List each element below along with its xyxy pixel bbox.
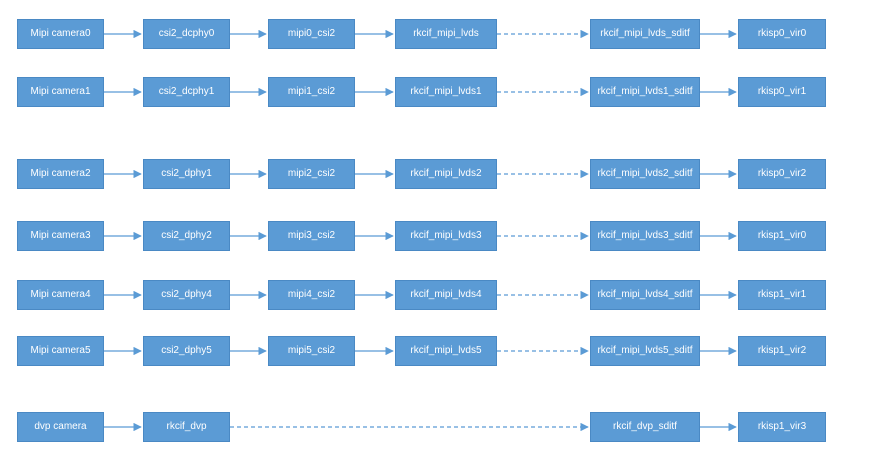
node-mipi-camera4: Mipi camera4 [17, 280, 104, 310]
node-csi2-dphy2: csi2_dphy2 [143, 221, 230, 251]
node-mipi-camera1: Mipi camera1 [17, 77, 104, 107]
node-rkcif-mipi-lvds1-sditf: rkcif_mipi_lvds1_sditf [590, 77, 700, 107]
node-mipi-camera5: Mipi camera5 [17, 336, 104, 366]
node-rkcif-mipi-lvds: rkcif_mipi_lvds [395, 19, 497, 49]
node-mipi-camera2: Mipi camera2 [17, 159, 104, 189]
node-rkisp0-vir0: rkisp0_vir0 [738, 19, 826, 49]
node-csi2-dphy5: csi2_dphy5 [143, 336, 230, 366]
node-rkisp1-vir0: rkisp1_vir0 [738, 221, 826, 251]
node-rkcif-mipi-lvds2-sditf: rkcif_mipi_lvds2_sditf [590, 159, 700, 189]
node-rkcif-mipi-lvds3-sditf: rkcif_mipi_lvds3_sditf [590, 221, 700, 251]
node-rkcif-dvp: rkcif_dvp [143, 412, 230, 442]
node-rkcif-mipi-lvds4-sditf: rkcif_mipi_lvds4_sditf [590, 280, 700, 310]
node-mipi5-csi2: mipi5_csi2 [268, 336, 355, 366]
node-mipi2-csi2: mipi2_csi2 [268, 159, 355, 189]
node-csi2-dphy4: csi2_dphy4 [143, 280, 230, 310]
node-mipi0-csi2: mipi0_csi2 [268, 19, 355, 49]
node-rkcif-mipi-lvds3: rkcif_mipi_lvds3 [395, 221, 497, 251]
node-csi2-dphy1: csi2_dphy1 [143, 159, 230, 189]
node-rkisp0-vir2: rkisp0_vir2 [738, 159, 826, 189]
node-dvp-camera: dvp camera [17, 412, 104, 442]
node-mipi-camera3: Mipi camera3 [17, 221, 104, 251]
node-rkcif-mipi-lvds1: rkcif_mipi_lvds1 [395, 77, 497, 107]
node-rkisp0-vir1: rkisp0_vir1 [738, 77, 826, 107]
node-rkcif-mipi-lvds-sditf: rkcif_mipi_lvds_sditf [590, 19, 700, 49]
node-mipi1-csi2: mipi1_csi2 [268, 77, 355, 107]
node-rkcif-dvp-sditf: rkcif_dvp_sditf [590, 412, 700, 442]
node-rkisp1-vir2: rkisp1_vir2 [738, 336, 826, 366]
node-mipi3-csi2: mipi3_csi2 [268, 221, 355, 251]
node-csi2-dcphy1: csi2_dcphy1 [143, 77, 230, 107]
node-mipi-camera0: Mipi camera0 [17, 19, 104, 49]
node-rkisp1-vir1: rkisp1_vir1 [738, 280, 826, 310]
node-rkcif-mipi-lvds5: rkcif_mipi_lvds5 [395, 336, 497, 366]
node-rkisp1-vir3: rkisp1_vir3 [738, 412, 826, 442]
node-rkcif-mipi-lvds4: rkcif_mipi_lvds4 [395, 280, 497, 310]
node-csi2-dcphy0: csi2_dcphy0 [143, 19, 230, 49]
node-rkcif-mipi-lvds2: rkcif_mipi_lvds2 [395, 159, 497, 189]
node-mipi4-csi2: mipi4_csi2 [268, 280, 355, 310]
node-rkcif-mipi-lvds5-sditf: rkcif_mipi_lvds5_sditf [590, 336, 700, 366]
